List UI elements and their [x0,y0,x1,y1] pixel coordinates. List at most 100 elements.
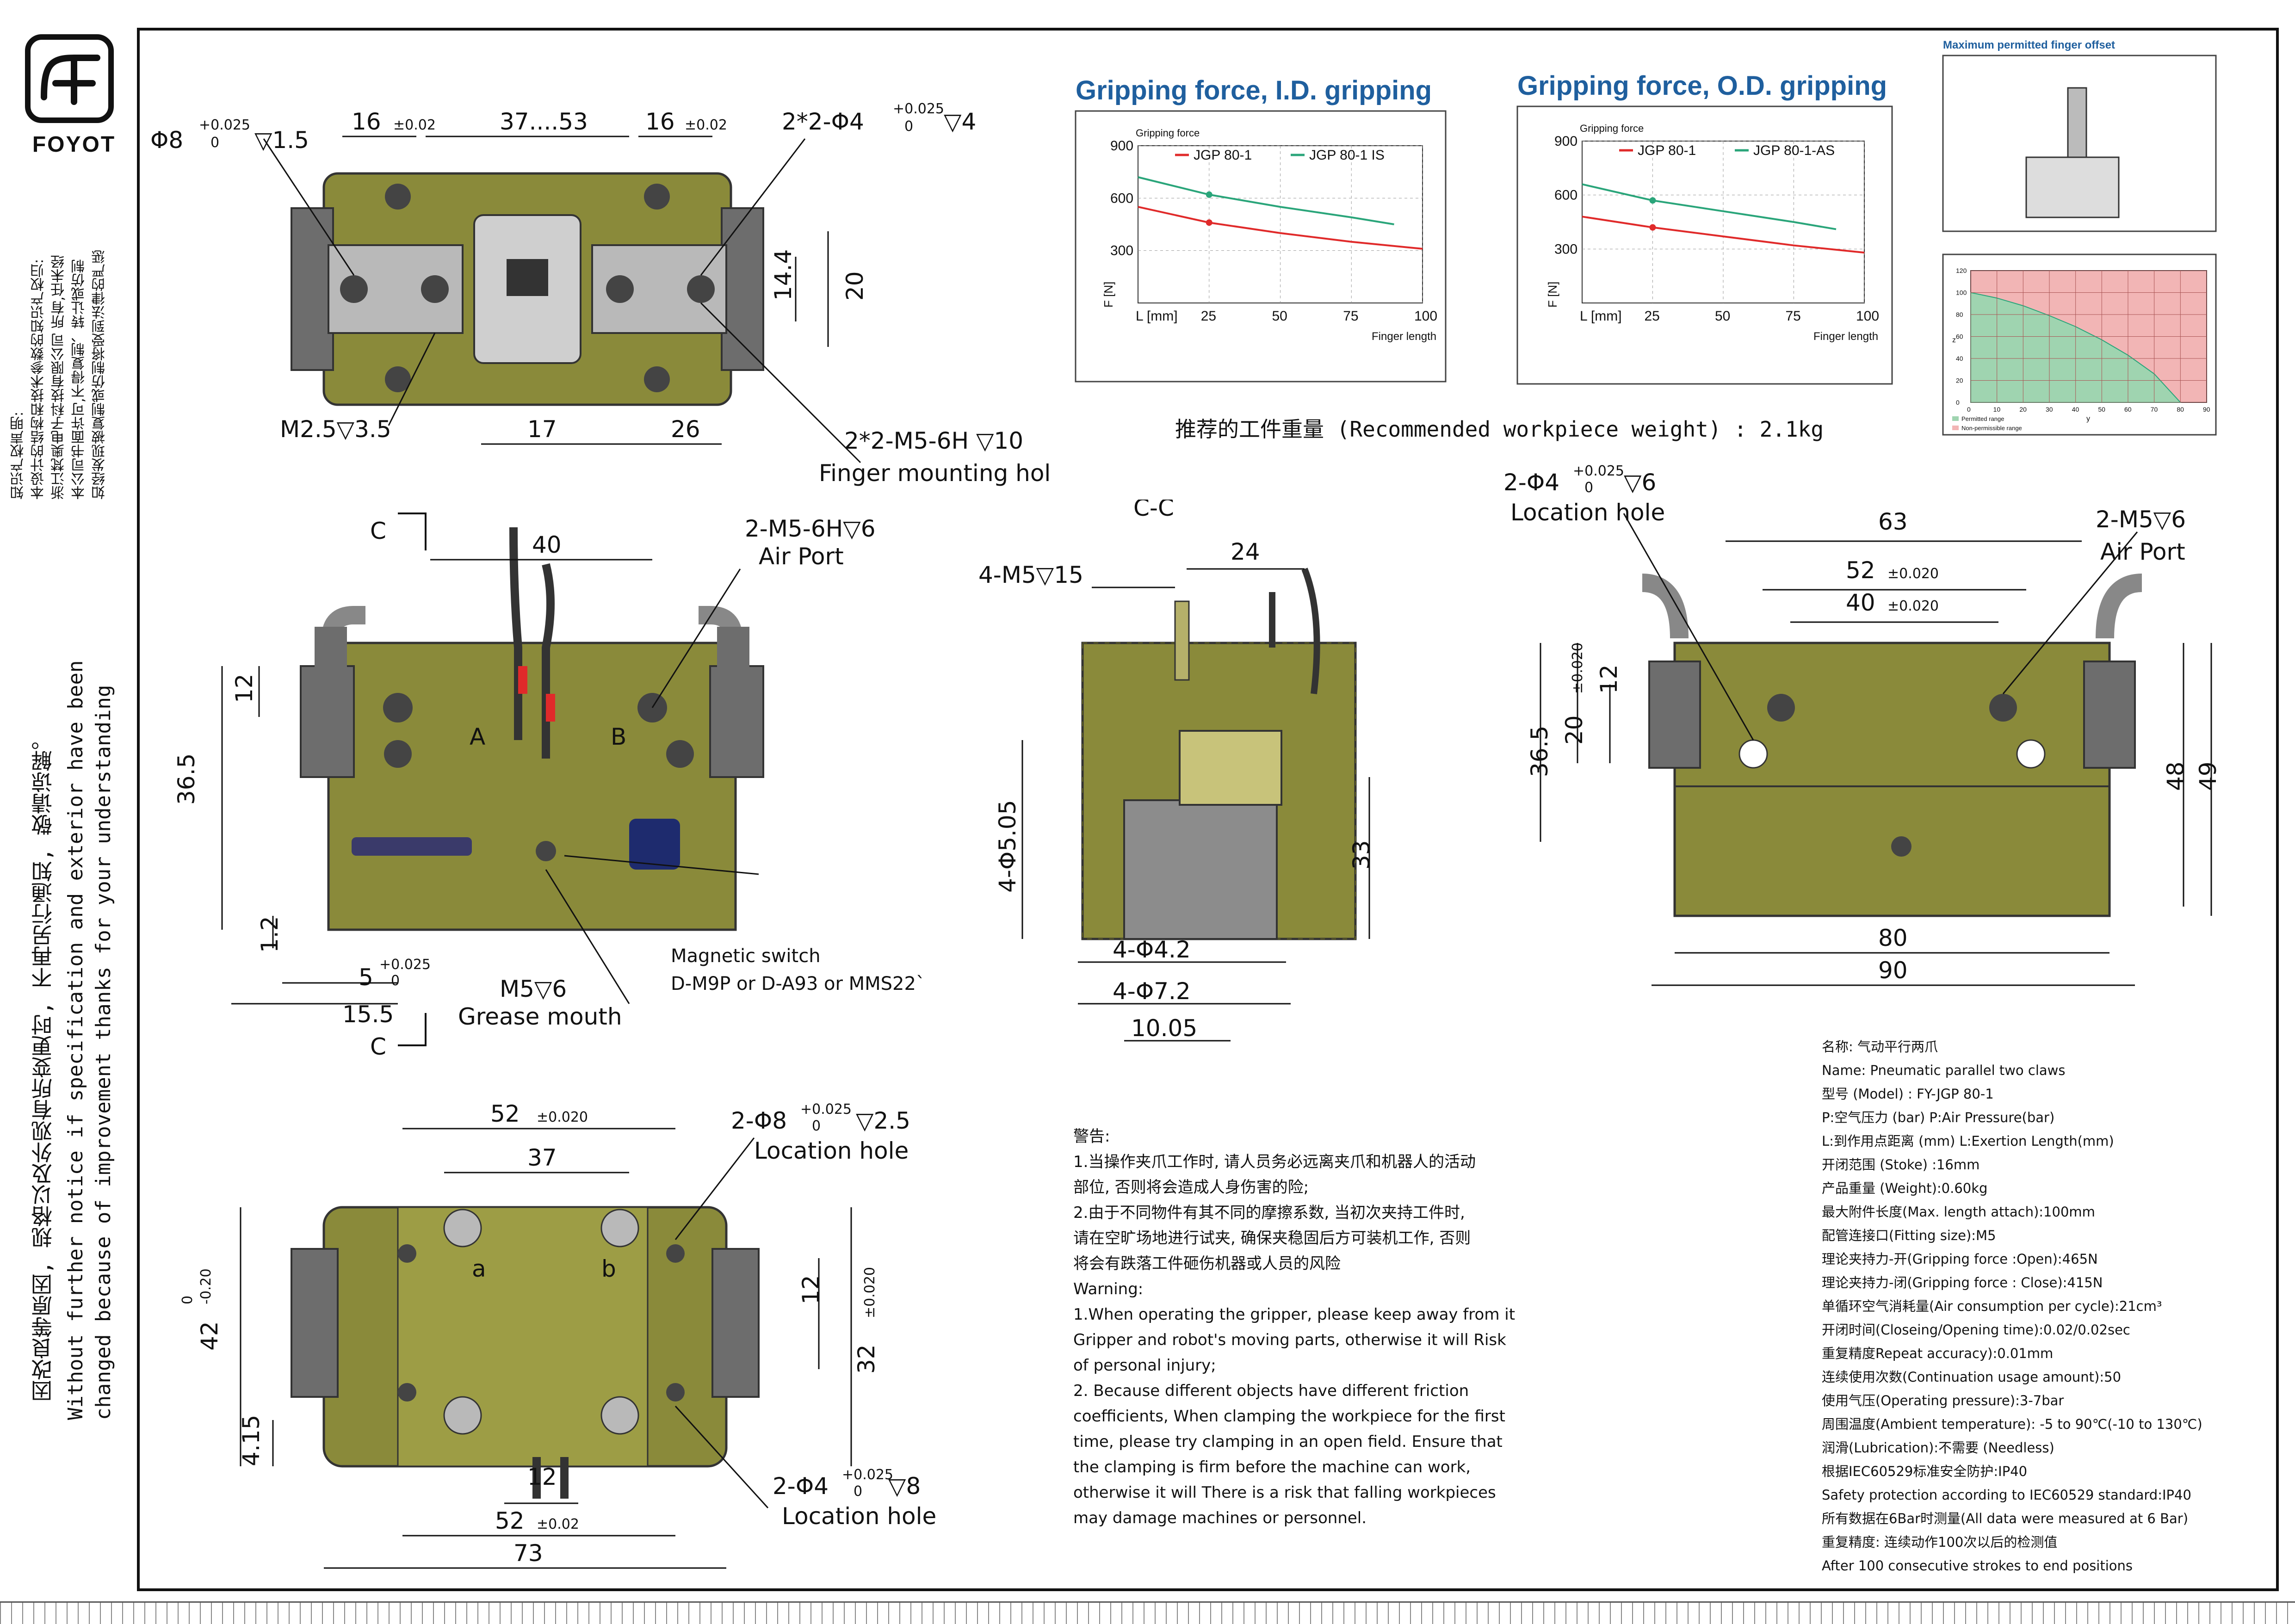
data-point [1206,219,1212,226]
front-d155: 15.5 [342,1001,394,1028]
top-center-logo-icon [507,259,548,296]
right-tol40: ±0.020 [1887,598,1939,614]
x-tick-label: 50 [2098,406,2105,413]
top-d8-tol-top: +0.025 [199,117,250,133]
bottom-right-port-block [711,1248,760,1398]
bottom-w73: 73 [513,1540,543,1567]
legend-label: Permitted range [1961,415,2004,422]
bottom-h42: 42 [196,1321,223,1351]
front-d5-tol-top: +0.025 [379,957,431,973]
x-axis-label: L [mm] [1136,309,1178,324]
spec-line: 开闭时间(Closeing/Opening time):0.02/0.02sec [1822,1322,2130,1338]
top-d16b: 16 [645,108,675,135]
top-screw-icon [644,366,670,392]
front-airport-thread: 2-M5-6H▽6 [745,515,876,542]
right-w63: 63 [1878,508,1908,535]
front-screw-icon [384,740,412,768]
right-w80: 80 [1878,925,1908,951]
ip-notice: 知识产权声明: 本设计的结构和技术参数的知识产权归: 浙江梵奥电子科技有限公司 … [8,250,110,500]
legend-label: Non-permissible range [1961,425,2022,432]
x-tick-label: 100 [1414,309,1437,324]
top-screw-icon [385,366,411,392]
top-holes-tol-top: +0.025 [893,101,944,117]
chart-od-title: Gripping force, O.D. gripping [1517,71,1887,101]
section-arrow-bottom [398,1013,427,1046]
bottom-w12: 12 [527,1463,557,1490]
right-airport-label: Air Port [2100,538,2185,565]
right-port-icon [1989,694,2017,722]
spec-line: 单循环空气消耗量(Air consumption per cycle):21cm… [1822,1298,2162,1314]
offset-finger-sketch [2067,87,2087,158]
spec-line: 重复精度Repeat accuracy):0.01mm [1822,1346,2054,1361]
spec-line: 根据IEC60529标准安全防护:IP40 [1822,1463,2028,1479]
legend-label: JGP 80-1 [1638,143,1696,158]
bottom-d8-tol-bot: 0 [812,1118,821,1134]
front-body [327,642,737,931]
bottom-h32: 32 [853,1344,880,1374]
y-tick-label: 300 [1554,241,1577,257]
bottom-d8-tol-top: +0.025 [800,1101,852,1118]
right-holes: 2-Φ4 [1503,469,1559,496]
front-d5-tol-bot: 0 [391,973,400,989]
section-d72: 4-Φ7.2 [1113,978,1191,1005]
bottom-ruler [0,1601,2295,1624]
bottom-tol52: ±0.020 [537,1109,588,1125]
x-tick-label: 90 [2203,406,2210,413]
sensor-cable-left [509,527,522,740]
bottom-d4-tol-bot: 0 [854,1483,862,1500]
top-view: Φ8 +0.025 0 ▽1.5 16 ±0.02 37....53 16 ±0… [150,101,1050,487]
warning-cn-3: 2.由于不同物件有其不同的摩擦系数, 当初次夹持工件时, [1073,1204,1465,1222]
right-h20: 20 [1561,715,1588,745]
legend-swatch [1952,426,1959,430]
front-h12: 12 [231,673,258,703]
x-tick-label: 30 [2046,406,2053,413]
right-body [1673,642,2111,917]
front-screw-icon [666,740,694,768]
warning-en-6: time, please try clamping in an open fie… [1073,1433,1503,1451]
bottom-d4: 2-Φ4 [773,1473,829,1500]
bottom-view: a b 52 ±0.020 37 2-Φ8 +0.025 0 ▽2.5 Loca… [179,1101,936,1569]
warning-cn-5: 将会有跌落工件砸伤机器或人员的风险 [1073,1254,1341,1273]
ip-line-3: 本公司书面许可,不得复制、转让或仿制 [71,259,87,500]
bottom-screw-icon [443,1396,482,1435]
front-airport-label: Air Port [759,543,844,570]
y-tick-label: 40 [1956,355,1963,362]
x-axis-label: L [mm] [1580,309,1622,324]
y-tick-label: 120 [1956,267,1967,274]
notice-en-1: Without further notice if specification … [64,660,87,1420]
top-holes-depth: ▽4 [944,108,976,135]
x-tick-label: 80 [2177,406,2184,413]
y-tick-label: 80 [1956,311,1963,318]
bottom-w52b: 52 [495,1507,525,1534]
section-slider [1123,799,1278,940]
x-axis-title: Finger length [1813,330,1878,343]
front-grease-label: Grease mouth [458,1003,622,1030]
chart-od-frame [1516,105,1893,385]
y-axis-label: F [N] [1546,282,1559,308]
y-tick-label: 600 [1110,191,1133,206]
front-section-mark-top: C [370,518,386,544]
bottom-tol32: ±0.020 [862,1267,878,1318]
bottom-screw-icon [443,1209,482,1247]
bottom-h415: 4.15 [238,1415,265,1466]
front-port-a-icon [383,693,413,722]
right-left-port-block [1648,661,1701,769]
chart-offset-title: Maximum permitted finger offset [1943,39,2115,51]
spec-line: 型号 (Model) : FY-JGP 80-1 [1822,1086,1994,1102]
bottom-w52: 52 [490,1101,520,1127]
spec-line: 配管连接口(Fitting size):M5 [1822,1228,1996,1243]
y-tick-label: 900 [1554,134,1577,149]
bottom-d8: 2-Φ8 [731,1107,787,1134]
section-arrow-top [398,513,427,550]
front-section-mark-bottom: C [370,1033,386,1060]
y-axis-title: Gripping force [1580,123,1644,134]
x-axis-title: Finger length [1372,330,1436,343]
right-w40: 40 [1846,589,1875,616]
warning-cn-2: 部位, 否则将会造成人身伤害的险; [1073,1178,1309,1197]
legend-label: JGP 80-1 [1194,148,1252,163]
top-v20: 20 [841,271,868,301]
